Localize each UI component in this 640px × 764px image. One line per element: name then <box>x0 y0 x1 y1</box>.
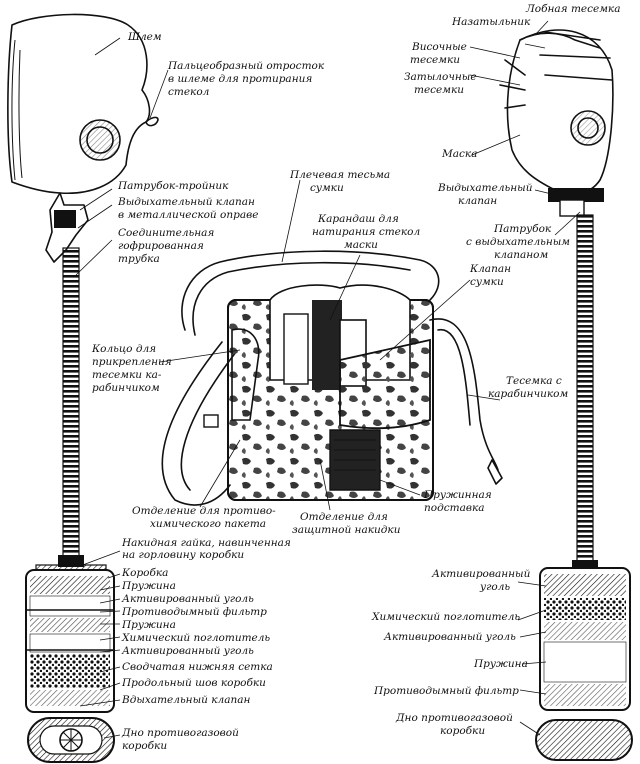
label-seam: Продольный шов коробки <box>121 677 266 689</box>
left-corrugated-tube-illustration <box>62 247 80 559</box>
right-box-bottom-illustration <box>535 719 633 761</box>
bag-illustration <box>161 250 503 506</box>
label-exhale-valve: Выдыхательный клапан <box>437 182 536 207</box>
label-finger-process: Пальцеобразный отросток в шлеме для прот… <box>167 60 327 98</box>
label-right-activated-carbon-2: Активированный уголь <box>383 631 516 643</box>
label-right-spring: Пружина <box>473 658 528 670</box>
label-antichem-compartment: Отделение для противо- химического пакет… <box>132 505 279 530</box>
label-activated-carbon-1: Активированный уголь <box>121 593 254 605</box>
label-ring: Кольцо для прикрепления тесемки ка- раби… <box>91 343 175 394</box>
label-right-box-bottom: Дно противогазовой коробки <box>395 712 516 737</box>
label-shoulder-strap: Плечевая тесьма сумки <box>289 169 394 194</box>
label-pencil: Карандаш для натирания стекол маски <box>312 213 424 251</box>
left-box-bottom-illustration <box>27 717 115 763</box>
label-forehead-strap: Лобная тесемка <box>525 3 620 15</box>
label-occipital-straps: Затылочные тесемки <box>404 71 480 96</box>
label-bag-flap: Клапан сумки <box>469 263 514 288</box>
label-cap-nut: Накидная гайка, навинченная на горловину… <box>121 537 294 561</box>
mask-illustration <box>499 29 614 217</box>
label-bottom-mesh: Сводчатая нижняя сетка <box>122 661 273 673</box>
leader-lines <box>75 20 581 739</box>
label-right-activated-carbon-1: Активированный уголь <box>431 568 534 593</box>
label-corrugated-tube: Соединительная гофрированная трубка <box>118 227 218 265</box>
right-canister-illustration <box>539 560 631 711</box>
label-activated-carbon-2: Активированный уголь <box>121 645 254 657</box>
label-mask: Маска <box>441 148 477 160</box>
right-corrugated-tube-illustration <box>576 214 594 566</box>
label-nape-piece: Назатыльник <box>451 16 531 28</box>
label-spring-2: Пружина <box>121 619 176 631</box>
label-spring-stand: Пружинная подставка <box>423 489 495 514</box>
label-chemical-absorber: Химический поглотитель <box>121 632 270 644</box>
label-snap-strap: Тесемка с карабинчиком <box>488 375 568 400</box>
helmet-illustration <box>7 13 159 195</box>
label-left-box-bottom: Дно противогазовой коробки <box>121 727 242 752</box>
label-right-chemical-absorber: Химический поглотитель <box>371 611 520 623</box>
label-cape-compartment: Отделение для защитной накидки <box>292 511 401 536</box>
label-exhale-valve-metal: Выдыхательный клапан в металлической опр… <box>117 196 258 221</box>
label-box: Коробка <box>121 567 168 579</box>
label-right-smoke-filter: Противодымный фильтр <box>373 685 519 697</box>
label-spring-1: Пружина <box>121 580 176 592</box>
left-canister-illustration <box>25 555 115 713</box>
label-temple-straps: Височные тесемки <box>410 41 470 66</box>
label-helmet: Шлем <box>127 31 162 43</box>
label-tee-pipe: Патрубок-тройник <box>117 180 229 192</box>
label-smoke-filter: Противодымный фильтр <box>121 606 267 618</box>
label-pipe-exhale: Патрубок с выдыхательным клапаном <box>466 223 573 261</box>
label-inhale-valve: Вдыхательный клапан <box>121 694 250 706</box>
